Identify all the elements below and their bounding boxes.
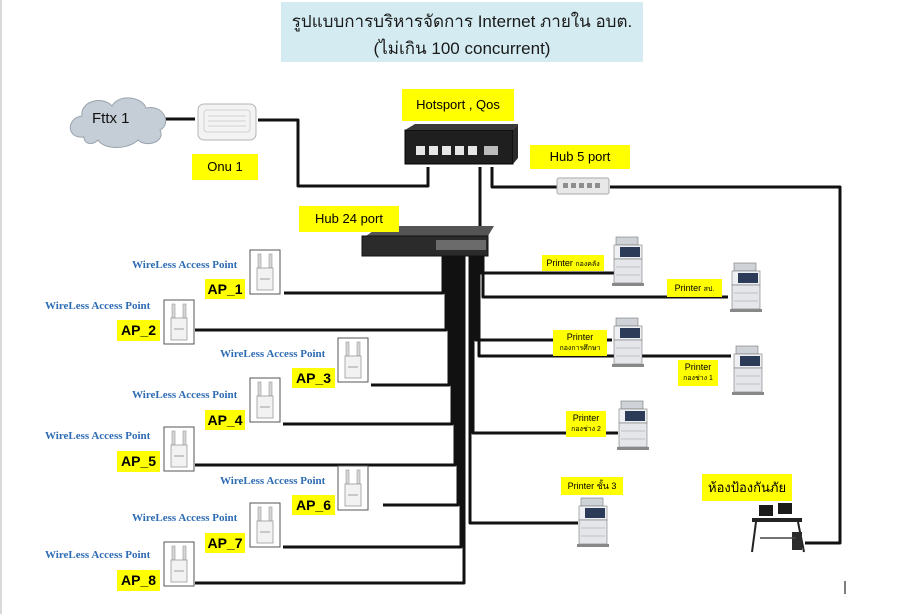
cable-ap-7: [283, 245, 463, 549]
cable-ap-8: [195, 245, 466, 585]
wireless-caption: WireLess Access Point: [220, 475, 326, 487]
access-point-icon: [249, 502, 281, 548]
printer-label-dept: กองการศึกษา: [559, 345, 601, 352]
cable-ap-5: [195, 245, 457, 467]
hub24-label: Hub 24 port: [299, 206, 399, 232]
printer-label-name: Printer: [572, 413, 600, 423]
wireless-caption: WireLess Access Point: [132, 389, 238, 401]
printer-label: Printer ชั้น 3: [561, 477, 623, 495]
title-line-2: (ไม่เกิน 100 concurrent): [373, 39, 551, 58]
ap-label: AP_6: [292, 495, 335, 515]
wireless-caption: WireLess Access Point: [45, 549, 151, 561]
printer-label-dept: สป.: [703, 286, 715, 293]
printer-label-name: Printer: [684, 362, 712, 372]
page-border: [0, 0, 2, 614]
room-label: ห้องป้องกันภัย: [702, 474, 793, 501]
printer-icon: [729, 262, 763, 313]
access-point-icon: [249, 249, 281, 295]
cable-hub5-room: [610, 185, 842, 545]
printer-icon: [616, 400, 650, 451]
wireless-caption: WireLess Access Point: [132, 512, 238, 524]
cable-printer-2: [481, 245, 728, 299]
cable-ap-6: [383, 245, 460, 507]
access-point-icon: [337, 337, 369, 383]
wireless-caption: WireLess Access Point: [45, 430, 151, 442]
ap-label: AP_3: [292, 368, 335, 388]
ap-label: AP_2: [117, 320, 160, 341]
printer-label-dept: กองช่าง 2: [571, 426, 601, 433]
printer-label-name: Printer: [546, 258, 573, 268]
hub5-label: Hub 5 port: [530, 145, 630, 169]
title-line-1: รูปแบบการบริหารจัดการ Internet ภายใน อบต…: [291, 12, 633, 31]
hub5-device-icon: [556, 177, 610, 195]
cable-ap-1: [284, 245, 445, 295]
printer-icon: [611, 236, 645, 287]
router-device-icon: [404, 124, 518, 165]
cable-onu-router: [258, 118, 430, 188]
cable-ap-2: [195, 245, 448, 332]
router-label: Hotsport , Qos: [402, 89, 514, 121]
printer-label: Printer กองช่าง 1: [678, 360, 718, 386]
printer-icon: [611, 317, 645, 368]
onu-device-icon: [197, 103, 257, 141]
ap-label: AP_1: [205, 279, 245, 299]
internet-label: Fttx 1: [92, 110, 130, 127]
cable-printer-4: [477, 245, 731, 358]
ap-label: AP_8: [117, 570, 160, 591]
ap-label: AP_7: [205, 533, 245, 553]
diagram-title: รูปแบบการบริหารจัดการ Internet ภายใน อบต…: [281, 2, 643, 62]
printer-label-dept: กองคลัง: [575, 261, 600, 268]
cable-printer-6: [468, 245, 578, 525]
ap-label: AP_5: [117, 451, 160, 472]
printer-icon: [576, 497, 610, 548]
cloud-icon: [69, 97, 167, 148]
cables: [165, 117, 842, 585]
wireless-caption: WireLess Access Point: [45, 300, 151, 312]
printer-label-name: Printer ชั้น 3: [567, 481, 617, 491]
printer-label-name: Printer: [566, 332, 594, 342]
computer-desk-icon: [751, 503, 805, 553]
access-point-icon: [249, 377, 281, 423]
cable-ap-3: [371, 245, 451, 387]
printer-label: Printer กองช่าง 2: [566, 411, 606, 437]
printer-label-dept: กองช่าง 1: [683, 375, 713, 382]
printer-label: Printer กองการศึกษา: [553, 330, 607, 356]
cable-ap-4: [283, 245, 454, 426]
onu-label: Onu 1: [192, 154, 258, 180]
ap-label: AP_4: [205, 410, 245, 430]
access-point-icon: [163, 541, 195, 587]
access-point-icon: [163, 426, 195, 472]
printer-label: Printer กองคลัง: [542, 255, 604, 271]
printer-label: Printer สป.: [667, 279, 722, 297]
printer-icon: [731, 345, 765, 396]
cable-router-hub5: [490, 167, 557, 189]
wireless-caption: WireLess Access Point: [220, 348, 326, 360]
wireless-caption: WireLess Access Point: [132, 259, 238, 271]
printer-label-name: Printer: [674, 283, 702, 293]
access-point-icon: [163, 299, 195, 345]
access-point-icon: [337, 465, 369, 511]
